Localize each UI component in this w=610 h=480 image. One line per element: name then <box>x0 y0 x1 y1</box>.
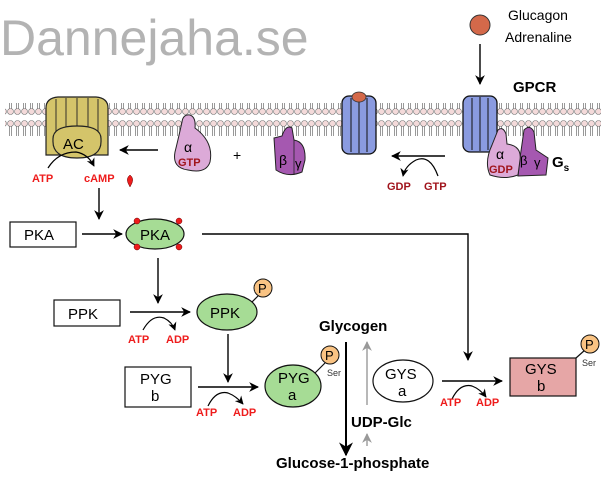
g-beta-symbol: β <box>520 153 527 168</box>
g-alpha-symbol: α <box>496 146 504 162</box>
ppk-inactive-label: PPK <box>68 306 98 323</box>
g-alpha-gdp: GDP <box>489 164 513 176</box>
gpcr-receptor-ligand-bound <box>341 91 377 155</box>
camp-bound-icon <box>133 243 141 251</box>
alpha-gtp-label: GTP <box>178 157 201 169</box>
gys-phosphate-label: P <box>585 337 594 352</box>
exchange-curve <box>400 158 439 177</box>
ac-reaction-curve <box>47 151 95 169</box>
pyg-inactive-label-1: PYG <box>140 371 172 388</box>
ligand-icon <box>469 14 491 36</box>
pyg-active-label-2: a <box>288 387 297 404</box>
pyg-inactive-box <box>124 366 192 408</box>
glycogen-label: Glycogen <box>319 318 387 335</box>
pyg-active: PYG a P Ser <box>264 345 341 408</box>
ppk-atp: ATP <box>128 334 149 346</box>
pyg-inactive-label-2: b <box>151 388 159 405</box>
gys-adp: ADP <box>476 397 499 409</box>
camp-bound-icon <box>175 243 183 251</box>
ppk-active-label: PPK <box>210 305 240 322</box>
free-alpha-symbol: α <box>184 139 192 155</box>
taken-gtp: GTP <box>424 181 447 193</box>
phosphate-icon <box>580 334 600 354</box>
pyg-atp: ATP <box>196 407 217 419</box>
gys-inactive: GYS b P Ser <box>509 334 600 397</box>
phosphate-icon <box>253 278 273 298</box>
free-gamma-symbol: γ <box>295 156 302 171</box>
gys-reaction-curve <box>451 384 487 400</box>
g-betagamma-free: β γ <box>273 126 306 176</box>
camp-bound-icon <box>133 217 141 225</box>
released-gdp: GDP <box>387 181 411 193</box>
pyg-adp: ADP <box>233 407 256 419</box>
gys-active-label-2: a <box>398 383 407 400</box>
ppk-active: PPK P <box>196 278 273 331</box>
pyg-phosphate-label: P <box>325 348 334 363</box>
gpcr-receptor-active <box>462 95 498 153</box>
gs-protein-trimer: α GDP β γ <box>486 126 549 178</box>
g-alpha-gtp-free: α GTP <box>174 114 212 172</box>
gs-label: Gs <box>552 154 570 174</box>
gys-inactive-label-1: GYS <box>525 361 557 378</box>
pka-to-gys-arrow <box>202 233 473 361</box>
gys-residue-label: Ser <box>582 358 596 368</box>
phosphate-icon <box>320 345 340 365</box>
udp-glc-label: UDP-Glc <box>351 414 412 431</box>
g1p-label: Glucose-1-phosphate <box>276 455 429 472</box>
gys-atp: ATP <box>440 397 461 409</box>
plus-sign: + <box>233 147 241 163</box>
gys-active: GYS a <box>372 359 434 403</box>
gpcr-label: GPCR <box>513 79 557 96</box>
ppk-reaction-curve <box>142 316 177 331</box>
pka-inactive-label: PKA <box>24 227 54 244</box>
ppk-phosphate-label: P <box>258 281 267 296</box>
pka-active: PKA <box>125 217 185 251</box>
pka-inactive-box <box>9 221 77 248</box>
ligand-label-1: Glucagon <box>508 7 568 23</box>
ac-atp: ATP <box>32 173 53 185</box>
pyg-active-label-1: PYG <box>278 370 310 387</box>
adenylyl-cyclase: AC <box>45 96 109 159</box>
pyg-residue-label: Ser <box>327 368 341 378</box>
pyg-reaction-curve <box>207 391 244 407</box>
camp-drop-icon <box>127 174 133 188</box>
ac-camp: cAMP <box>84 173 115 185</box>
gys-active-label-1: GYS <box>385 366 417 383</box>
ligand-label-2: Adrenaline <box>505 29 572 45</box>
gys-inactive-label-2: b <box>537 378 545 395</box>
free-beta-symbol: β <box>279 152 287 168</box>
camp-bound-icon <box>175 217 183 225</box>
g-gamma-symbol: γ <box>534 155 541 170</box>
ppk-inactive-box <box>53 299 121 327</box>
pka-active-label: PKA <box>140 227 170 244</box>
ac-label: AC <box>63 136 84 153</box>
ppk-adp: ADP <box>166 334 189 346</box>
watermark-text: Dannejaha.se <box>0 10 309 66</box>
